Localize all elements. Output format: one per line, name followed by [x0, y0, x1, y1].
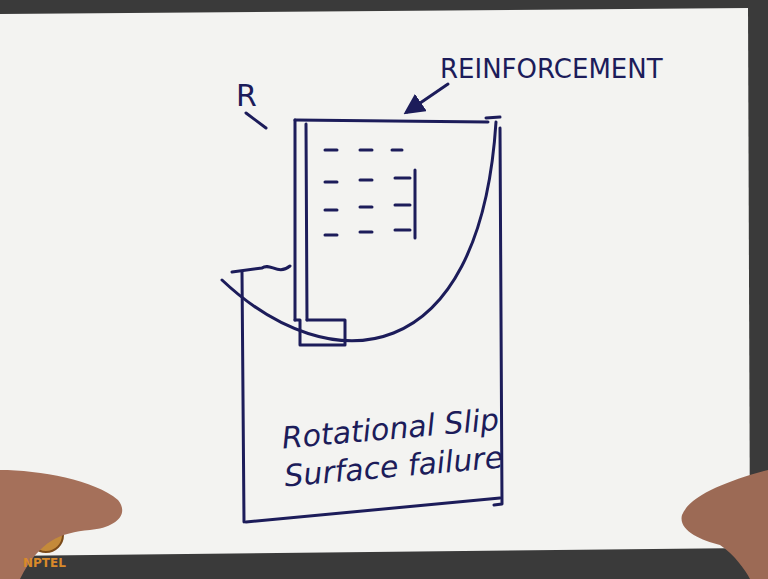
leader-arrow — [407, 84, 448, 112]
slip-surface-tick — [486, 117, 500, 118]
sketch-label: R — [236, 78, 257, 113]
hands — [0, 470, 768, 579]
left-hand — [0, 470, 122, 579]
leader-line — [246, 113, 266, 128]
backfill-top — [295, 120, 488, 122]
ground-line — [232, 266, 290, 272]
paper-sheet — [0, 8, 750, 556]
reinforcement-layer — [325, 205, 410, 210]
logo-text: NPTEL — [23, 556, 66, 570]
frame-line — [242, 272, 244, 522]
reinforcement-layer — [325, 178, 410, 182]
reinforcement-layer — [325, 149, 402, 152]
reinforcement-end-line — [414, 170, 417, 238]
reinforcement-layer — [325, 230, 410, 235]
slip-surface — [222, 122, 496, 341]
right-hand — [682, 470, 768, 579]
wall-stem-face — [294, 120, 297, 320]
frame-line — [246, 498, 500, 522]
sketch-label: REINFORCEMENT — [440, 54, 663, 84]
wall-stem-back — [306, 124, 307, 320]
